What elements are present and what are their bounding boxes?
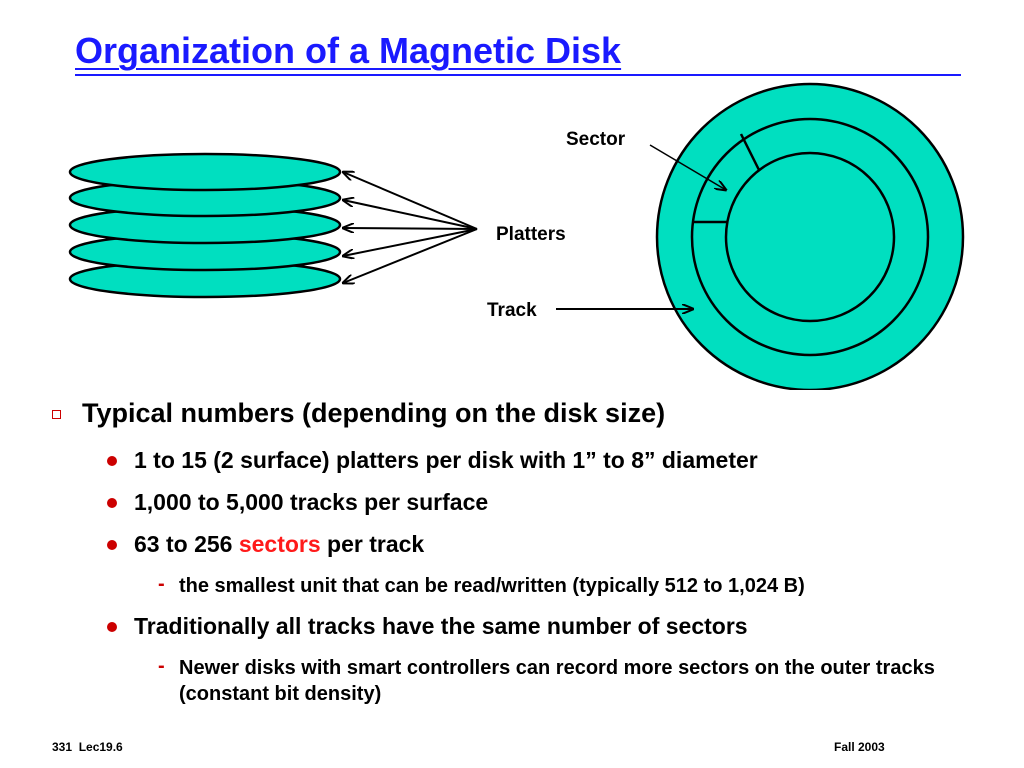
platter-arrows: [343, 172, 478, 283]
platter-arrow-4: [343, 228, 478, 256]
dash-bullet-icon: -: [158, 573, 165, 595]
sub-bullet-text: Newer disks with smart controllers can r…: [179, 657, 935, 705]
disk-top-view: [655, 82, 965, 390]
platter-arrow-2: [343, 200, 478, 230]
bullet-text-start: 63 to 256: [134, 531, 239, 557]
platters-label: Platters: [496, 224, 566, 245]
bullet-text-end: per track: [320, 531, 425, 557]
highlight-sectors: sectors: [238, 531, 321, 557]
platter-stack: [68, 152, 342, 299]
platter-arrow-1: [343, 172, 478, 230]
platter-1: [68, 152, 342, 192]
footer-right-text: Fall 2003: [834, 740, 885, 754]
bullet-text: Traditionally all tracks have the same n…: [134, 613, 748, 639]
track-label: Track: [487, 300, 537, 321]
bullet-text: 1,000 to 5,000 tracks per surface: [134, 489, 489, 515]
sector-label: Sector: [566, 129, 626, 150]
bullet-text: 1 to 15 (2 surface) platters per disk wi…: [134, 447, 758, 473]
main-bullet-text: Typical numbers (depending on the disk s…: [82, 398, 666, 428]
sector-pointer: [649, 144, 726, 190]
red-dot-bullet-icon: [107, 540, 117, 550]
platter-arrow-5: [343, 228, 478, 283]
red-dot-bullet-icon: [107, 498, 117, 508]
square-bullet-icon: [52, 410, 61, 419]
dash-bullet-icon: -: [158, 655, 165, 677]
red-dot-bullet-icon: [107, 456, 117, 466]
title-underline-rule: [75, 74, 961, 76]
footer-date: Fall 2003: [834, 740, 885, 754]
bullet-text: 63 to 256 sectors per track: [134, 531, 424, 558]
footer-left-text: 331 Lec19.6: [52, 740, 123, 754]
disk-diagram: Sector Platters Track: [68, 82, 965, 390]
footer-slide-number: 331 Lec19.6: [52, 740, 123, 754]
outer-track-ring: [690, 117, 930, 357]
red-dot-bullet-icon: [107, 622, 117, 632]
sub-bullet-text: the smallest unit that can be read/writt…: [179, 575, 805, 597]
inner-track-ring: [724, 151, 896, 323]
slide-title: Organization of a Magnetic Disk: [75, 30, 622, 71]
platter-arrow-3: [343, 228, 478, 229]
sector-boundary-1: [739, 133, 761, 171]
